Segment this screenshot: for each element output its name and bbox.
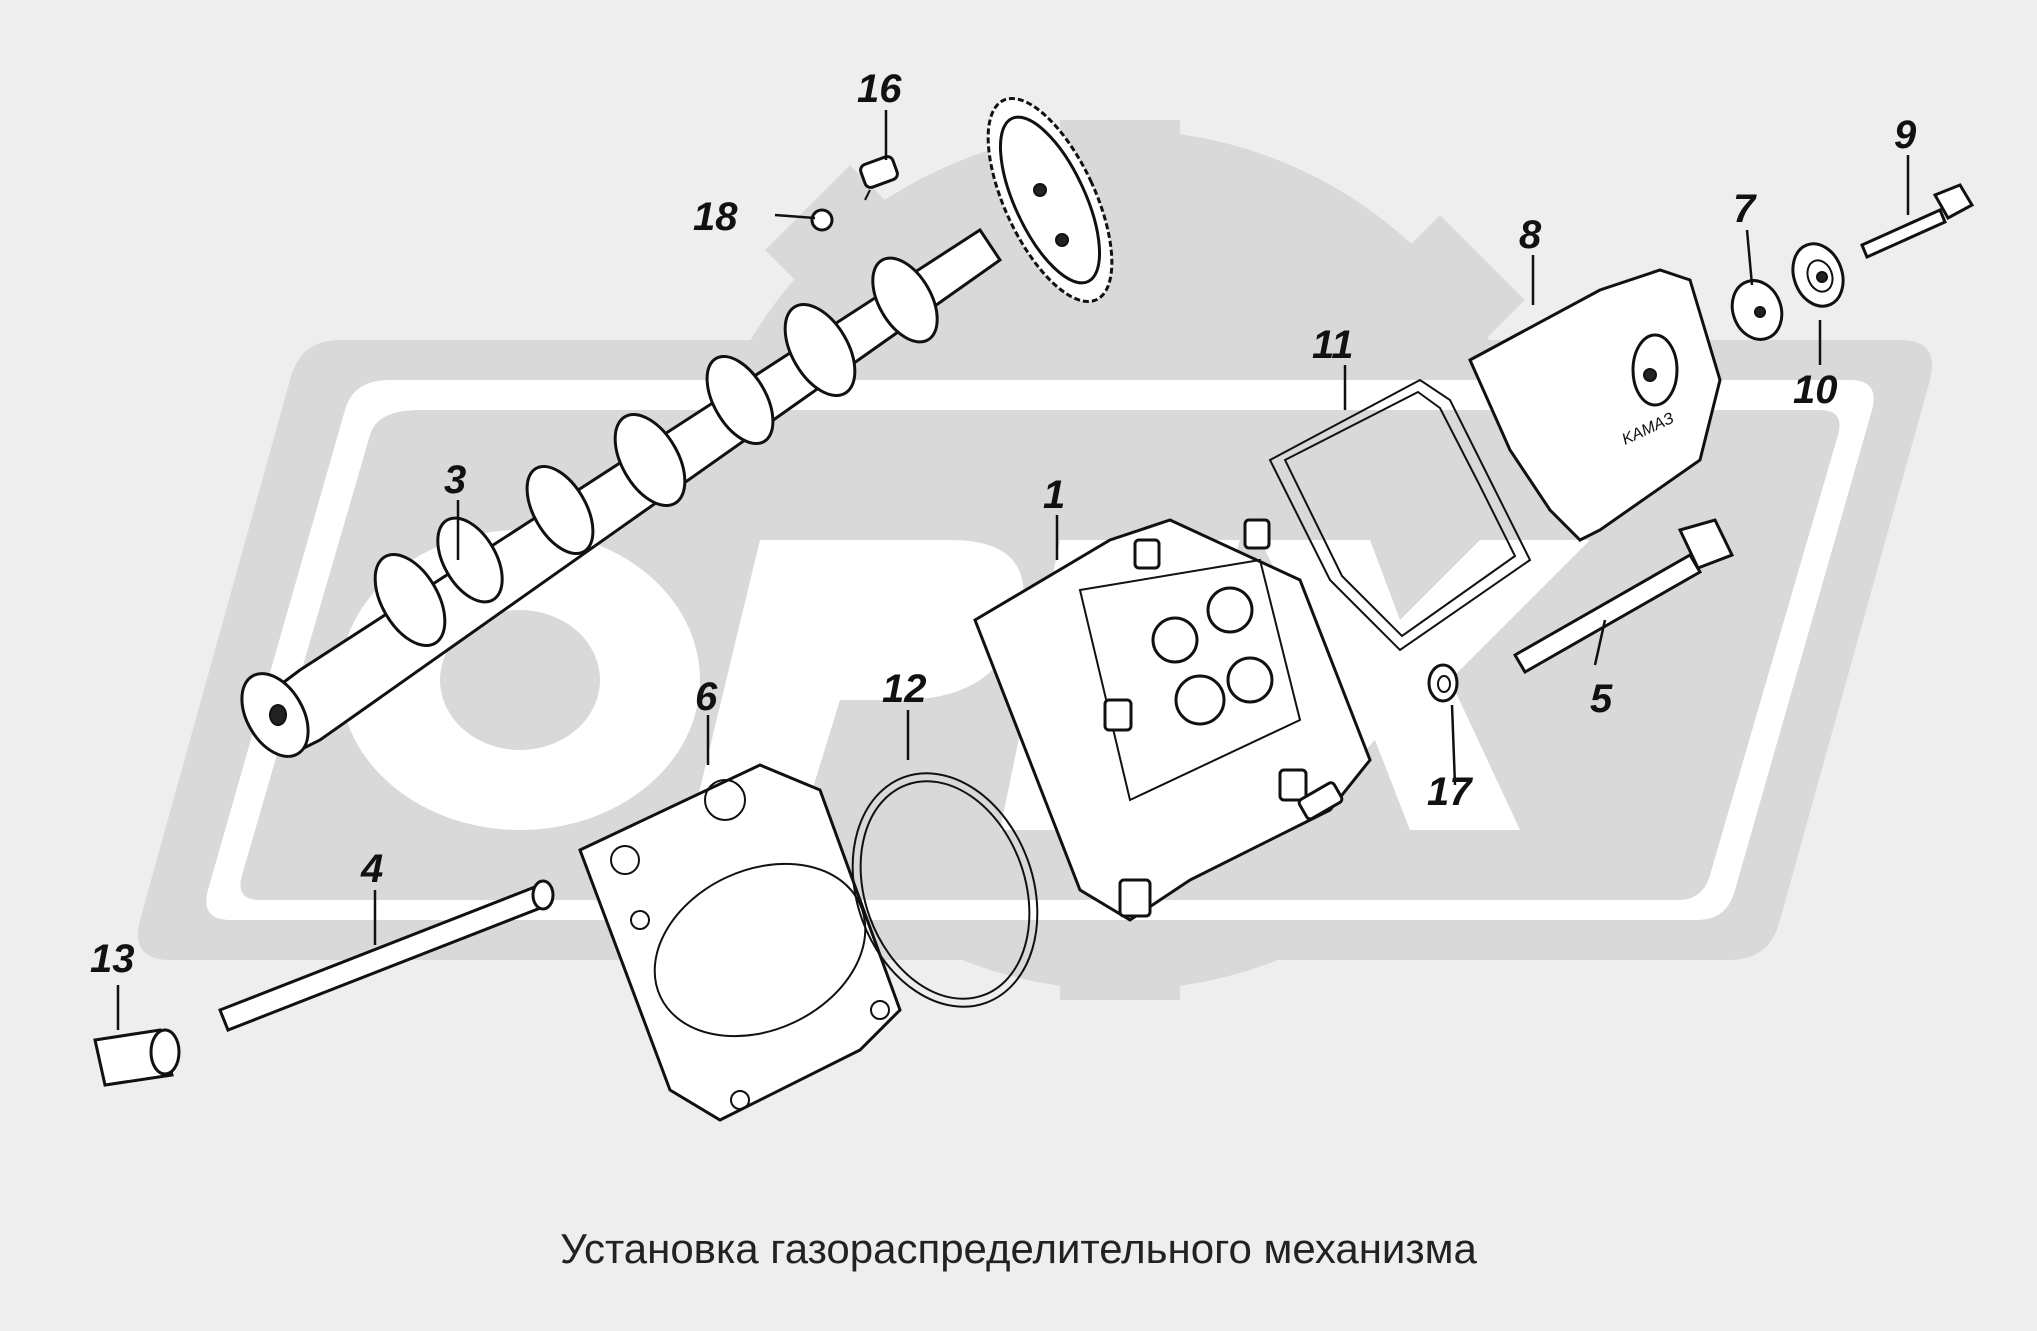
part-washer-17 [1427, 663, 1459, 703]
callout-10: 10 [1793, 368, 1838, 412]
part-washer-10 [1791, 242, 1845, 308]
part-tappet [93, 1028, 181, 1087]
part-valve-cover: KAMAЗ [1468, 268, 1722, 542]
part-bolt-9 [1860, 183, 1975, 259]
callout-1: 1 [1043, 473, 1065, 517]
part-bolt-16 [859, 155, 899, 201]
part-o-ring [851, 772, 1039, 1008]
part-head-gasket [578, 763, 902, 1122]
page-title: Установка газораспределительного механиз… [560, 1225, 1477, 1272]
callout-5: 5 [1590, 677, 1613, 721]
part-cylinder-head [973, 518, 1372, 922]
callout-13: 13 [90, 937, 135, 981]
callout-6: 6 [695, 675, 718, 719]
callout-7: 7 [1733, 187, 1757, 231]
part-head-bolt [1512, 518, 1735, 675]
callout-9: 9 [1894, 113, 1917, 157]
callout-labels: 1 3 4 5 6 7 8 9 10 11 12 13 16 17 18 [90, 67, 1917, 981]
part-cover-gasket [1268, 378, 1532, 652]
part-washer-18 [810, 208, 834, 232]
part-push-rod [218, 879, 555, 1032]
callout-3: 3 [444, 458, 466, 502]
part-washer-7 [1730, 279, 1784, 341]
callout-8: 8 [1519, 213, 1542, 257]
callout-18: 18 [693, 195, 738, 239]
callout-16: 16 [857, 67, 902, 111]
callout-17: 17 [1427, 770, 1473, 814]
callout-12: 12 [882, 667, 927, 711]
part-camshaft [240, 97, 1114, 758]
leader-lines [116, 110, 1910, 1030]
callout-4: 4 [360, 847, 383, 891]
callout-11: 11 [1312, 323, 1354, 367]
